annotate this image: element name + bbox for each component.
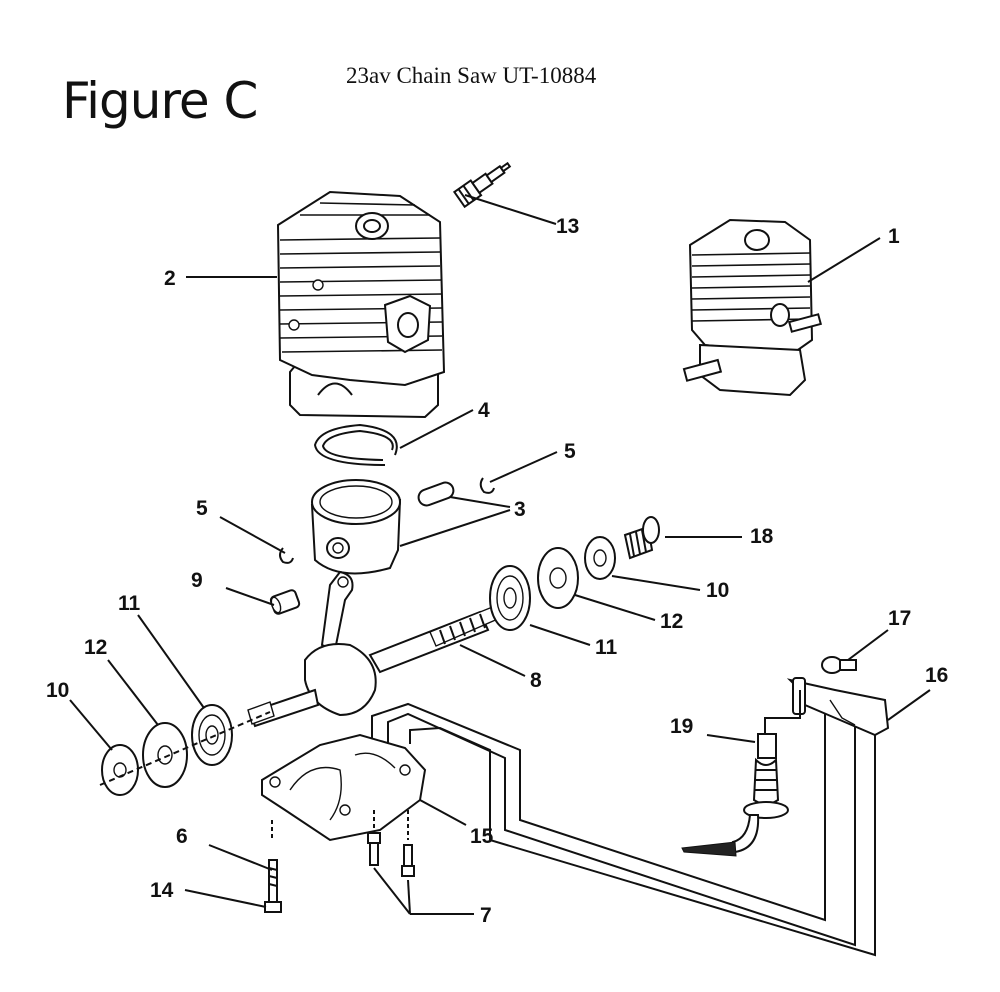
callout-2: 2 bbox=[164, 267, 176, 290]
callout-11-left: 11 bbox=[118, 592, 141, 615]
figure-label: Figure C bbox=[62, 72, 258, 130]
piston-pin bbox=[417, 481, 455, 507]
callout-16: 16 bbox=[925, 664, 948, 687]
bracket bbox=[786, 677, 890, 737]
main-bearing-right bbox=[489, 565, 531, 631]
spark-plug bbox=[452, 161, 512, 209]
leader-lines bbox=[69, 194, 931, 915]
callout-14: 14 bbox=[150, 879, 174, 902]
piston bbox=[310, 479, 402, 575]
callout-1: 1 bbox=[888, 225, 900, 248]
callout-6: 6 bbox=[176, 825, 188, 848]
callout-5-left: 5 bbox=[196, 497, 208, 520]
washer-right bbox=[584, 536, 616, 580]
washer-left bbox=[101, 744, 139, 796]
callout-19: 19 bbox=[670, 715, 693, 738]
spring-fitting bbox=[623, 516, 660, 560]
callout-11-right: 11 bbox=[595, 636, 618, 659]
callout-12-left: 12 bbox=[84, 636, 107, 659]
engine-assembly bbox=[682, 218, 823, 397]
callout-8: 8 bbox=[530, 669, 542, 692]
screws bbox=[367, 810, 415, 877]
callout-labels: 1 2 4 5 5 3 18 9 10 11 12 11 17 12 8 16 … bbox=[46, 215, 948, 927]
callout-9: 9 bbox=[191, 569, 203, 592]
main-bearing-left bbox=[191, 704, 233, 766]
callout-10-right: 10 bbox=[706, 579, 729, 602]
circlip-right bbox=[479, 477, 495, 494]
callout-17: 17 bbox=[888, 607, 911, 630]
circlip-left bbox=[279, 547, 294, 564]
callout-15: 15 bbox=[470, 825, 494, 848]
callout-7: 7 bbox=[480, 904, 492, 927]
long-bolt bbox=[264, 820, 282, 913]
crankshaft bbox=[247, 570, 501, 728]
callout-3: 3 bbox=[514, 498, 526, 521]
bracket-screw bbox=[821, 656, 857, 674]
shaft-axis-line bbox=[99, 711, 271, 786]
oil-seal-right bbox=[537, 547, 579, 609]
oil-seal-left bbox=[142, 722, 188, 788]
callout-5-right: 5 bbox=[564, 440, 576, 463]
piston-ring bbox=[313, 423, 398, 466]
callout-12-right: 12 bbox=[660, 610, 683, 633]
callout-4: 4 bbox=[478, 399, 490, 422]
callout-18: 18 bbox=[750, 525, 774, 548]
diagram-title: 23av Chain Saw UT-10884 bbox=[346, 63, 597, 88]
needle-bearing bbox=[269, 589, 301, 615]
oil-line-frame bbox=[371, 700, 876, 957]
callout-13: 13 bbox=[556, 215, 579, 238]
crankcase bbox=[261, 733, 427, 842]
callout-10-left: 10 bbox=[46, 679, 69, 702]
fuel-line bbox=[681, 690, 801, 857]
cylinder bbox=[276, 190, 446, 419]
